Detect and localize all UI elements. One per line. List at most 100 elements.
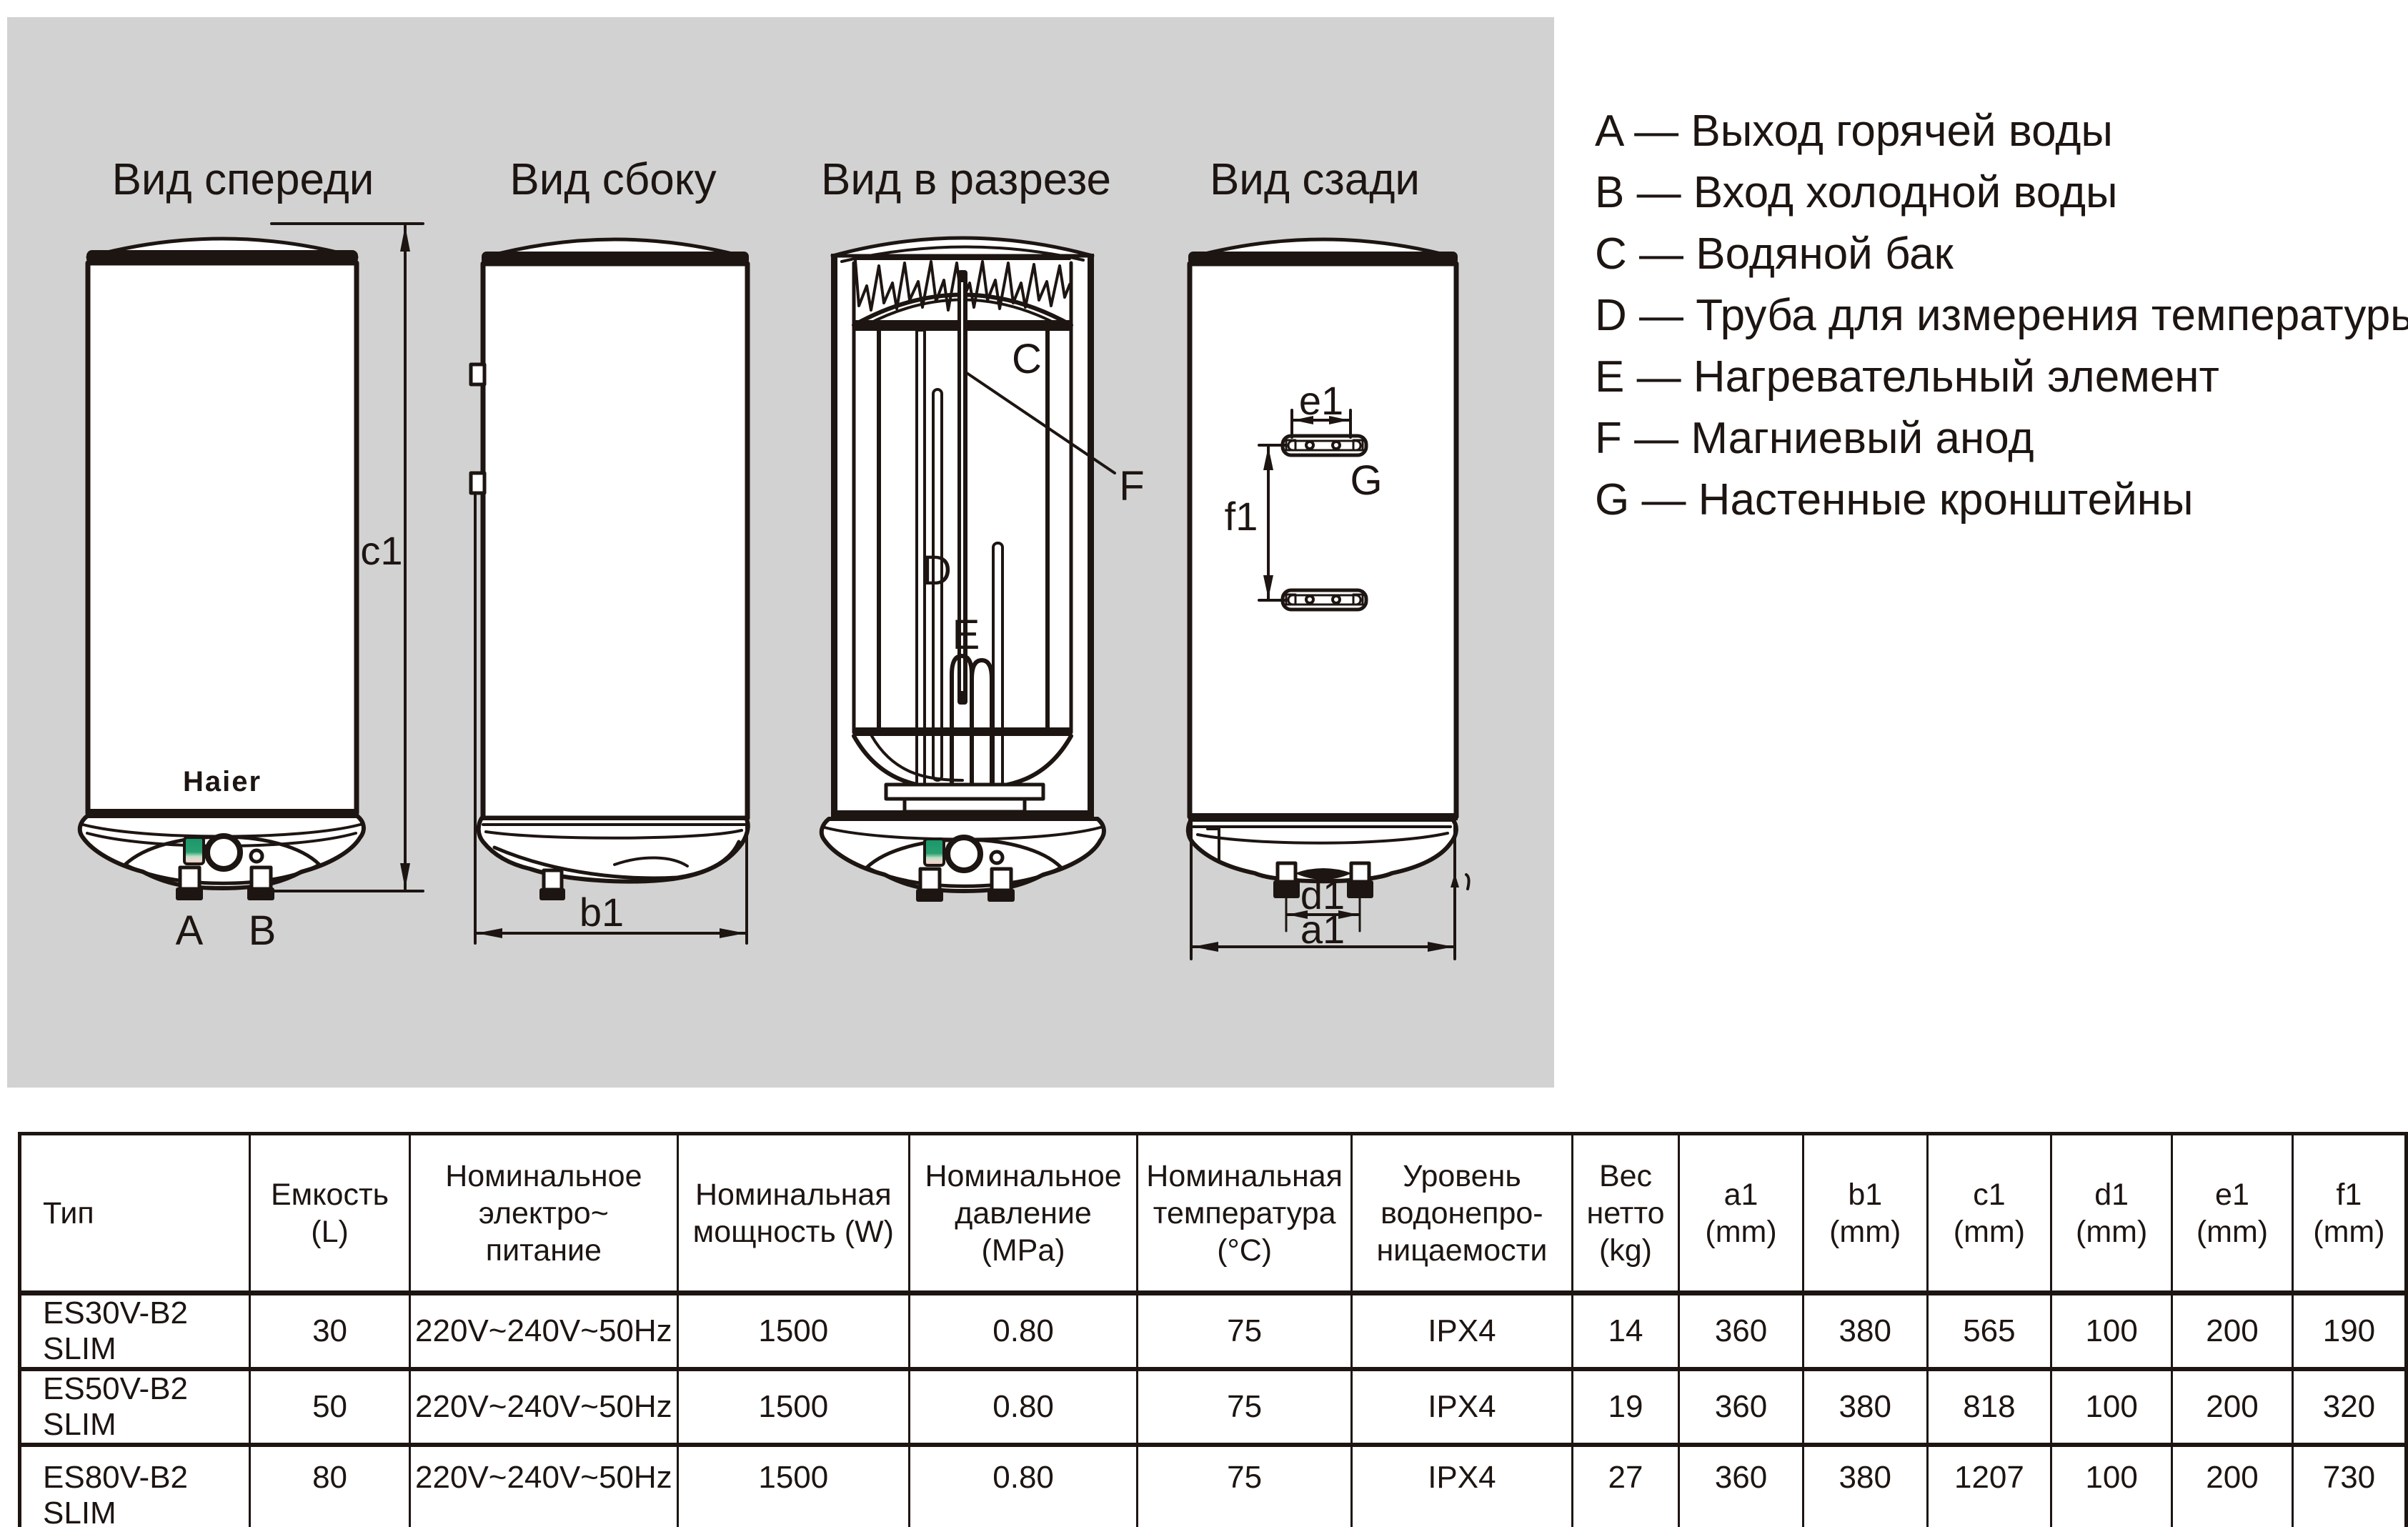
legend-item-e: E — Нагревательный элемент xyxy=(1595,352,2219,402)
header-c1: c1 (mm) xyxy=(1926,1133,2053,1295)
header-pressure: Номинальное давление (MPa) xyxy=(907,1133,1139,1295)
table-cell: 50 xyxy=(249,1367,412,1446)
table-cell: ES30V-B2 SLIM xyxy=(18,1290,252,1371)
wall-bracket-upper xyxy=(1280,434,1368,457)
dimension-d1 xyxy=(1285,897,1361,932)
table-cell: 360 xyxy=(1678,1290,1804,1371)
section-view-title: Вид в разрезе xyxy=(821,155,1111,204)
table-cell: 75 xyxy=(1136,1367,1353,1446)
legend-item-c: C — Водяной бак xyxy=(1595,229,1954,279)
header-d1: d1 (mm) xyxy=(2050,1133,2174,1295)
header-net-weight: Вес нетто (kg) xyxy=(1571,1133,1681,1295)
front-view-title: Вид спереди xyxy=(112,155,374,204)
table-cell: 100 xyxy=(2050,1443,2174,1527)
header-temperature: Номинальная температура (°C) xyxy=(1136,1133,1353,1295)
side-view-drawing xyxy=(469,237,750,945)
magnesium-anode xyxy=(957,270,967,705)
label-a: A xyxy=(176,907,204,954)
table-cell: 1500 xyxy=(676,1367,910,1446)
table-cell: 0.80 xyxy=(907,1367,1139,1446)
side-view-title: Вид сбоку xyxy=(509,155,716,204)
table-row: ES80V-B2 SLIM 80 220V~240V~50Hz 1500 0.8… xyxy=(18,1443,2408,1527)
table-cell: 200 xyxy=(2171,1443,2294,1527)
wall-hook-upper xyxy=(469,362,487,387)
power-indicator xyxy=(923,837,945,867)
table-cell: 380 xyxy=(1801,1443,1929,1527)
table-cell: 75 xyxy=(1136,1290,1353,1371)
section-view-drawing xyxy=(819,236,1116,902)
legend-item-g: G — Настенные кронштейны xyxy=(1595,474,2194,524)
thermostat-knob xyxy=(204,833,243,872)
label-b: B xyxy=(249,907,277,954)
table-cell: 0.80 xyxy=(907,1443,1139,1527)
header-f1: f1 (mm) xyxy=(2291,1133,2408,1295)
spec-table: Тип Емкость (L) Номинальное электро~ пит… xyxy=(18,1132,2408,1527)
table-cell: 818 xyxy=(1926,1367,2053,1446)
header-e1: e1 (mm) xyxy=(2171,1133,2294,1295)
power-indicator xyxy=(183,836,205,865)
table-cell: 1500 xyxy=(676,1443,910,1527)
label-b1: b1 xyxy=(579,890,624,935)
label-f1: f1 xyxy=(1225,494,1258,539)
table-cell: 565 xyxy=(1926,1290,2053,1371)
legend-item-d: D — Труба для измерения температуры xyxy=(1595,290,2408,340)
dimension-c1 xyxy=(268,222,424,892)
label-e: E xyxy=(952,612,980,658)
brand-logo: Haier xyxy=(183,766,262,797)
table-cell: 380 xyxy=(1801,1367,1929,1446)
table-cell: 360 xyxy=(1678,1367,1804,1446)
header-a1: a1 (mm) xyxy=(1678,1133,1804,1295)
table-cell: 27 xyxy=(1571,1443,1681,1527)
dimension-a1 xyxy=(1190,820,1456,960)
label-f: F xyxy=(1119,463,1144,509)
label-c1: c1 xyxy=(360,528,402,573)
table-cell: 75 xyxy=(1136,1443,1353,1527)
table-cell: 220V~240V~50Hz xyxy=(409,1290,679,1371)
rear-view-drawing xyxy=(1185,237,1471,960)
legend-item-b: B — Вход холодной воды xyxy=(1595,167,2118,217)
table-cell: 320 xyxy=(2291,1367,2408,1446)
header-b1: b1 (mm) xyxy=(1801,1133,1929,1295)
table-cell: ES50V-B2 SLIM xyxy=(18,1367,252,1446)
table-cell: 200 xyxy=(2171,1290,2294,1371)
label-c: C xyxy=(1012,336,1042,382)
table-cell: IPX4 xyxy=(1350,1290,1573,1371)
table-header-row: Тип Емкость (L) Номинальное электро~ пит… xyxy=(18,1133,2408,1295)
table-cell: 220V~240V~50Hz xyxy=(409,1443,679,1527)
table-cell: ES80V-B2 SLIM xyxy=(18,1443,252,1527)
table-cell: IPX4 xyxy=(1350,1367,1573,1446)
dimension-f1 xyxy=(1258,444,1287,602)
parts-legend: A — Выход горячей воды B — Вход холодной… xyxy=(1595,100,2408,530)
dimension-b1 xyxy=(474,493,748,945)
table-cell: 14 xyxy=(1571,1290,1681,1371)
legend-item-f: F — Магниевый анод xyxy=(1595,413,2034,463)
temperature-tube xyxy=(932,388,943,782)
heating-element xyxy=(950,654,994,785)
table-cell: 30 xyxy=(249,1290,412,1371)
table-cell: 730 xyxy=(2291,1443,2408,1527)
header-rated-power: Номинальная мощность (W) xyxy=(676,1133,910,1295)
table-cell: 190 xyxy=(2291,1290,2408,1371)
table-row: ES50V-B2 SLIM 50 220V~240V~50Hz 1500 0.8… xyxy=(18,1367,2408,1446)
header-waterproof: Уровень водонепро- ницаемости xyxy=(1350,1133,1573,1295)
label-g: G xyxy=(1350,457,1382,504)
dimension-e1 xyxy=(1290,409,1352,439)
header-capacity: Емкость (L) xyxy=(249,1133,412,1295)
table-cell: 380 xyxy=(1801,1290,1929,1371)
table-cell: IPX4 xyxy=(1350,1443,1573,1527)
header-type: Тип xyxy=(18,1133,252,1295)
table-cell: 80 xyxy=(249,1443,412,1527)
table-cell: 1207 xyxy=(1926,1443,2053,1527)
rear-view-title: Вид сзади xyxy=(1210,155,1420,204)
wall-bracket-lower xyxy=(1280,588,1368,612)
legend-item-a: A — Выход горячей воды xyxy=(1595,106,2113,156)
front-view-drawing xyxy=(77,222,424,900)
table-cell: 100 xyxy=(2050,1367,2174,1446)
wall-hook-lower xyxy=(469,471,487,495)
header-power-supply: Номинальное электро~ питание xyxy=(409,1133,679,1295)
label-d1: d1 xyxy=(1300,872,1345,917)
table-cell: 19 xyxy=(1571,1367,1681,1446)
table-cell: 360 xyxy=(1678,1443,1804,1527)
table-cell: 0.80 xyxy=(907,1290,1139,1371)
